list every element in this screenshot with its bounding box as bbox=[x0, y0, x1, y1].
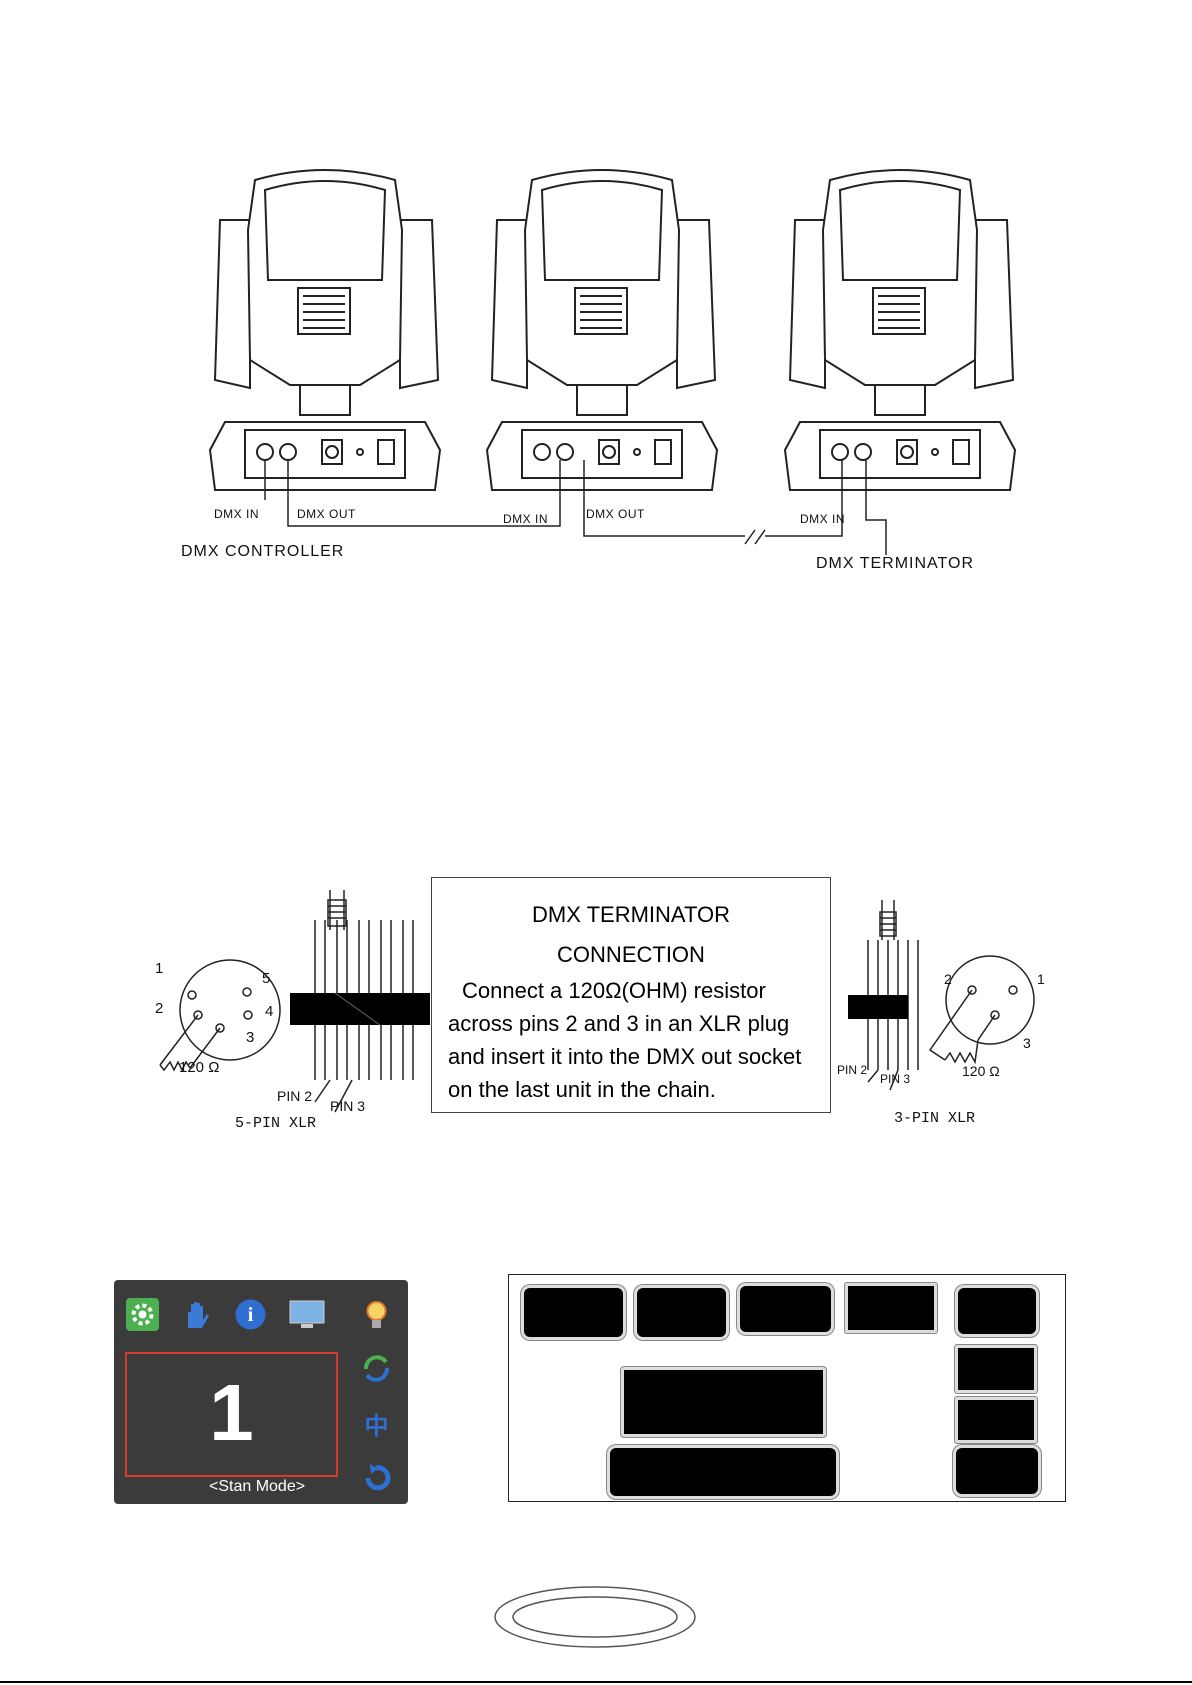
panel-button-8[interactable] bbox=[955, 1397, 1037, 1443]
xlr3-pin-2: 2 bbox=[944, 971, 952, 987]
moving-head-1 bbox=[209, 169, 441, 491]
back-icon[interactable] bbox=[360, 1462, 393, 1495]
terminator-title: DMX TERMINATOR bbox=[531, 902, 730, 927]
panel-button-9[interactable] bbox=[607, 1445, 839, 1499]
xlr5-resistor-label: 120 Ω bbox=[179, 1059, 220, 1076]
unit3-dmx-in-label: DMX IN bbox=[800, 512, 845, 526]
xlr3-resistor-label: 120 Ω bbox=[962, 1063, 1000, 1079]
unit2-dmx-out-label: DMX OUT bbox=[586, 507, 645, 521]
xlr3-caption: 3-PIN XLR bbox=[894, 1110, 976, 1127]
svg-text:i: i bbox=[248, 1304, 254, 1326]
xlr3-pin2-label: PIN 2 bbox=[837, 1063, 868, 1077]
unit2-dmx-in-label: DMX IN bbox=[503, 512, 548, 526]
footer-rule bbox=[0, 1681, 1192, 1683]
terminator-subtitle: CONNECTION bbox=[557, 942, 705, 967]
panel-button-6[interactable] bbox=[955, 1345, 1037, 1393]
monitor-icon[interactable] bbox=[288, 1298, 326, 1331]
xlr3-pin-3: 3 bbox=[1023, 1035, 1031, 1051]
dmx-terminator-label: DMX TERMINATOR bbox=[816, 555, 975, 572]
terminator-line-4: on the last unit in the chain. bbox=[448, 1077, 716, 1102]
control-button-panel bbox=[508, 1274, 1066, 1502]
xlr3-pin3-label: PIN 3 bbox=[880, 1072, 911, 1086]
terminator-connection-box: DMX TERMINATOR CONNECTION Connect a 120Ω… bbox=[431, 877, 831, 1113]
dmx-wiring-diagram bbox=[209, 169, 1016, 555]
panel-button-1[interactable] bbox=[521, 1285, 626, 1340]
refresh-icon[interactable] bbox=[360, 1352, 393, 1385]
panel-button-2[interactable] bbox=[634, 1285, 729, 1340]
xlr5-caption: 5-PIN XLR bbox=[235, 1115, 317, 1132]
dmx-controller-label: DMX CONTROLLER bbox=[181, 543, 345, 560]
xlr3-pin-1: 1 bbox=[1037, 971, 1045, 987]
xlr5-pin-4: 4 bbox=[265, 1003, 274, 1020]
moving-head-3 bbox=[784, 169, 1016, 491]
panel-button-10[interactable] bbox=[953, 1445, 1041, 1497]
chinese-language-icon[interactable]: 中 bbox=[360, 1408, 393, 1441]
panel-button-5[interactable] bbox=[955, 1285, 1039, 1337]
panel-button-4[interactable] bbox=[845, 1283, 937, 1333]
terminator-line-3: and insert it into the DMX out socket bbox=[448, 1044, 802, 1069]
panel-button-7[interactable] bbox=[621, 1367, 826, 1437]
xlr-5pin-diagram bbox=[159, 890, 430, 1113]
page-number-oval bbox=[494, 1586, 696, 1648]
info-icon[interactable]: i bbox=[234, 1298, 267, 1331]
unit1-dmx-in-label: DMX IN bbox=[214, 507, 259, 521]
xlr5-pin-2: 2 bbox=[155, 1000, 164, 1017]
xlr5-pin3-label: PIN 3 bbox=[330, 1098, 366, 1114]
mode-number: 1 bbox=[209, 1368, 254, 1457]
panel-button-3[interactable] bbox=[737, 1283, 834, 1335]
hand-icon[interactable] bbox=[180, 1298, 213, 1331]
terminator-line-2: across pins 2 and 3 in an XLR plug bbox=[448, 1011, 790, 1036]
bulb-icon[interactable] bbox=[360, 1298, 393, 1331]
moving-head-2 bbox=[486, 169, 718, 491]
unit1-dmx-out-label: DMX OUT bbox=[297, 507, 356, 521]
svg-text:中: 中 bbox=[365, 1412, 389, 1440]
terminator-line-1: Connect a 120Ω(OHM) resistor bbox=[462, 978, 766, 1003]
xlr5-pin-3: 3 bbox=[246, 1029, 255, 1046]
lcd-display: i 中 1 <Stan Mode> bbox=[114, 1280, 408, 1504]
xlr5-pin-5: 5 bbox=[262, 970, 271, 987]
mode-label: <Stan Mode> bbox=[209, 1478, 306, 1495]
xlr5-pin2-label: PIN 2 bbox=[277, 1088, 313, 1104]
xlr-3pin-diagram bbox=[848, 900, 1035, 1091]
gear-icon[interactable] bbox=[126, 1298, 159, 1331]
mode-frame bbox=[125, 1352, 338, 1477]
xlr5-pin-1: 1 bbox=[155, 960, 164, 977]
